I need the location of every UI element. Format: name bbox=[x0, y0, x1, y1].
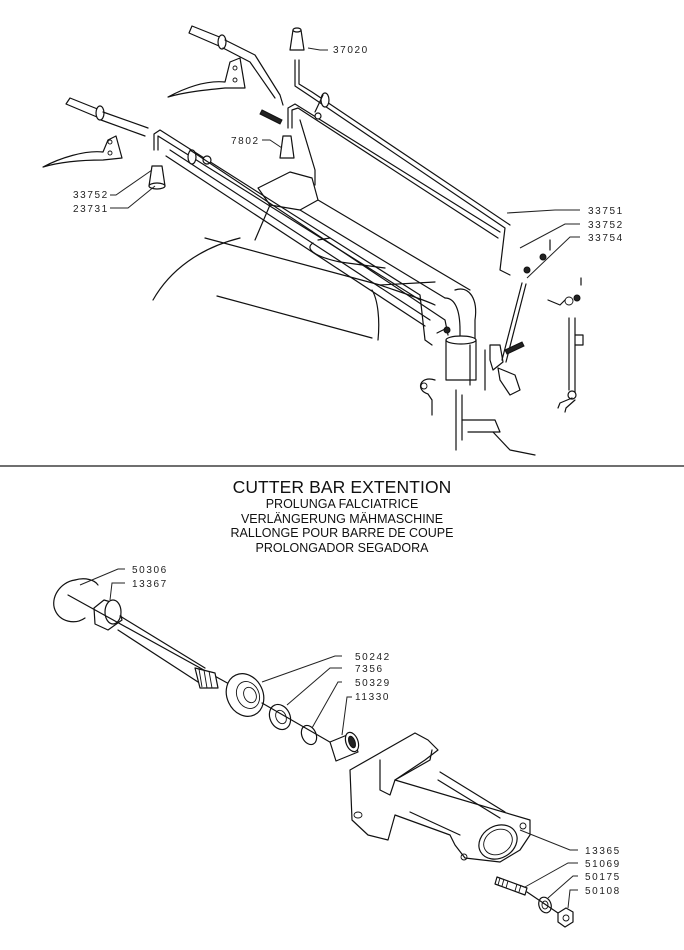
snap-ring-50329 bbox=[300, 724, 318, 746]
left-lever bbox=[42, 135, 123, 168]
part-label-51069: 51069 bbox=[585, 859, 621, 870]
part-label-50108: 50108 bbox=[585, 886, 621, 897]
left-grip bbox=[65, 97, 101, 118]
part-label-50242: 50242 bbox=[355, 652, 391, 663]
washer-7356 bbox=[268, 703, 292, 731]
housing-13365 bbox=[349, 732, 531, 863]
upper-part-labels: 37020 7802 33752 23731 33751 33752 33754 bbox=[73, 45, 624, 244]
part-label-13367: 13367 bbox=[132, 579, 168, 590]
part-label-37020: 37020 bbox=[333, 45, 369, 56]
upper-leader-lines bbox=[110, 47, 580, 279]
lower-leader-lines bbox=[79, 568, 578, 909]
knob-7802 bbox=[279, 135, 295, 159]
part-label-7356: 7356 bbox=[355, 664, 384, 675]
part-label-23731: 23731 bbox=[73, 204, 109, 215]
knob-37020 bbox=[289, 29, 305, 51]
title-spanish: PROLONGADOR SEGADORA bbox=[255, 540, 429, 555]
nut-50108 bbox=[557, 907, 574, 928]
bolt-7802 bbox=[259, 109, 283, 125]
washer-50175 bbox=[538, 896, 552, 914]
link-rod bbox=[501, 282, 523, 361]
right-grip bbox=[188, 25, 223, 47]
part-label-33752-right: 33752 bbox=[588, 220, 624, 231]
title-italian: PROLUNGA FALCIATRICE bbox=[265, 497, 419, 511]
splined-end bbox=[194, 667, 219, 689]
section-title-block: CUTTER BAR EXTENTION PROLUNGA FALCIATRIC… bbox=[0, 477, 684, 555]
section-divider bbox=[0, 465, 684, 467]
circlip-50306 bbox=[53, 579, 86, 623]
part-label-50306: 50306 bbox=[132, 565, 168, 576]
part-label-50329: 50329 bbox=[355, 678, 391, 689]
cutter-bar-extension-drawing bbox=[53, 578, 574, 928]
part-label-13365: 13365 bbox=[585, 846, 621, 857]
part-label-7802: 7802 bbox=[231, 136, 260, 147]
right-lever bbox=[167, 57, 246, 98]
bearing-50242 bbox=[225, 673, 265, 717]
part-label-33752-left: 33752 bbox=[73, 190, 109, 201]
lower-part-labels: 50306 13367 50242 7356 50329 11330 13365… bbox=[132, 565, 621, 897]
handlebar-assembly-drawing bbox=[42, 25, 584, 456]
part-label-11330: 11330 bbox=[355, 692, 390, 703]
hood-outline bbox=[152, 237, 241, 301]
column-sleeve bbox=[445, 339, 477, 381]
part-label-33751: 33751 bbox=[588, 206, 624, 217]
part-label-50175: 50175 bbox=[585, 872, 621, 883]
part-label-33754: 33754 bbox=[588, 233, 624, 244]
title-german: VERLÄNGERUNG MÄHMASCHINE bbox=[240, 511, 444, 526]
title-french: RALLONGE POUR BARRE DE COUPE bbox=[230, 526, 454, 540]
section-title: CUTTER BAR EXTENTION bbox=[232, 477, 452, 497]
